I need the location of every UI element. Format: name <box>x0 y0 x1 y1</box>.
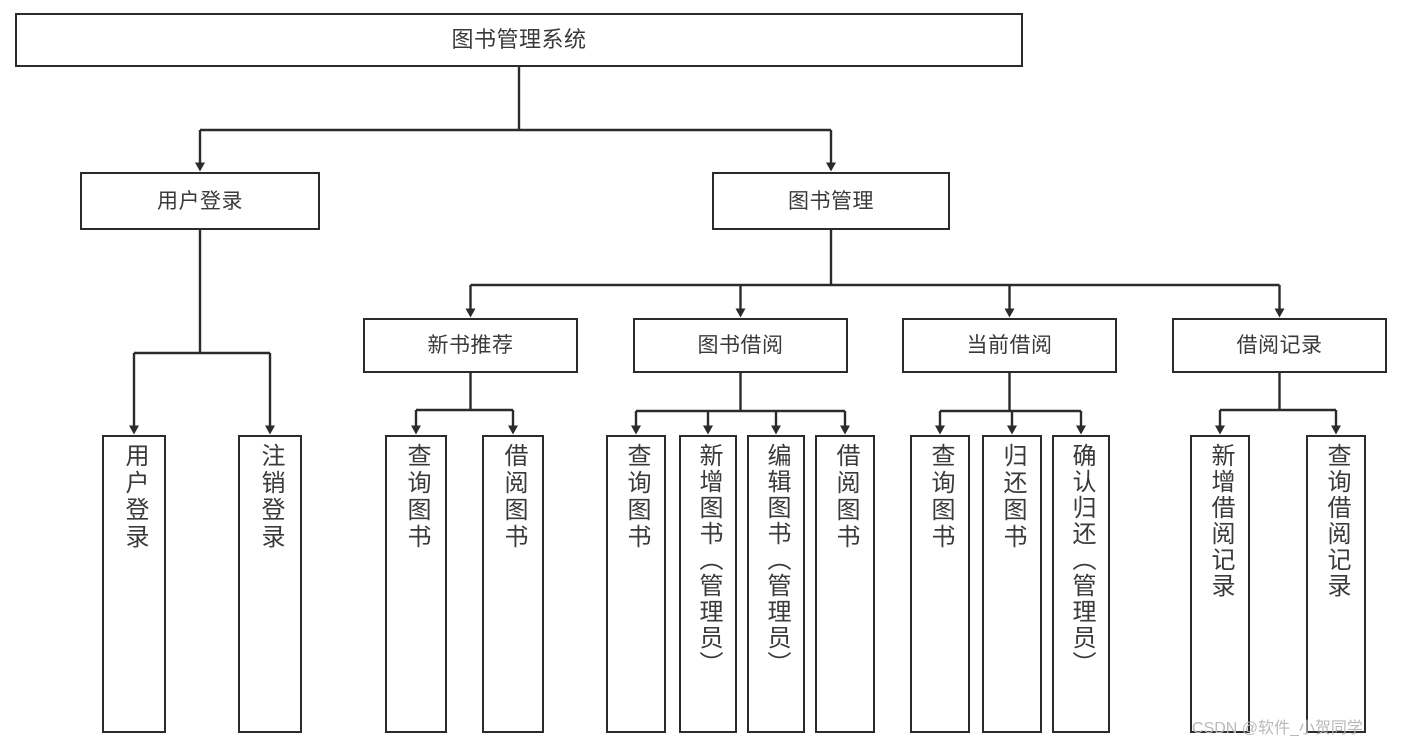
node-leaf-borrow-book-2: 借阅图书 <box>815 435 875 733</box>
node-leaf-confirm-return: 确认归还（管理员） <box>1052 435 1110 733</box>
node-label-leaf-confirm-return: 确认归还（管理员） <box>1068 443 1095 677</box>
node-label-new-book-rec: 新书推荐 <box>427 334 514 357</box>
node-leaf-add-record: 新增借阅记录 <box>1190 435 1250 733</box>
node-leaf-query-book-1: 查询图书 <box>385 435 447 733</box>
node-book-manage: 图书管理 <box>712 172 950 230</box>
node-label-leaf-add-record: 新增借阅记录 <box>1207 443 1234 599</box>
node-label-borrow-record: 借阅记录 <box>1236 334 1323 357</box>
node-label-leaf-add-book: 新增图书（管理员） <box>695 443 722 677</box>
node-borrow-record: 借阅记录 <box>1172 318 1387 373</box>
node-label-user-login: 用户登录 <box>157 189 243 213</box>
node-label-leaf-edit-book: 编辑图书（管理员） <box>763 443 790 677</box>
node-label-root: 图书管理系统 <box>451 27 587 52</box>
node-leaf-query-record: 查询借阅记录 <box>1306 435 1366 733</box>
node-label-leaf-borrow-book-2: 借阅图书 <box>832 443 859 551</box>
node-label-book-manage: 图书管理 <box>788 189 874 213</box>
node-leaf-return-book: 归还图书 <box>982 435 1042 733</box>
node-leaf-logout: 注销登录 <box>238 435 302 733</box>
node-user-login: 用户登录 <box>80 172 320 230</box>
node-label-leaf-user-login: 用户登录 <box>121 443 148 551</box>
node-leaf-query-book-2: 查询图书 <box>606 435 666 733</box>
node-label-leaf-query-book-1: 查询图书 <box>403 443 430 551</box>
node-leaf-add-book: 新增图书（管理员） <box>679 435 737 733</box>
node-root: 图书管理系统 <box>15 13 1023 67</box>
node-leaf-query-book-3: 查询图书 <box>910 435 970 733</box>
node-label-leaf-return-book: 归还图书 <box>999 443 1026 551</box>
node-label-leaf-query-book-2: 查询图书 <box>623 443 650 551</box>
node-label-leaf-query-record: 查询借阅记录 <box>1323 443 1350 599</box>
node-label-current-borrow: 当前借阅 <box>966 334 1053 357</box>
node-leaf-edit-book: 编辑图书（管理员） <box>747 435 805 733</box>
node-new-book-rec: 新书推荐 <box>363 318 578 373</box>
node-label-leaf-borrow-book-1: 借阅图书 <box>500 443 527 551</box>
node-leaf-user-login: 用户登录 <box>102 435 166 733</box>
node-label-leaf-logout: 注销登录 <box>257 443 284 551</box>
node-label-leaf-query-book-3: 查询图书 <box>927 443 954 551</box>
node-book-borrow: 图书借阅 <box>633 318 848 373</box>
csdn-watermark: CSDN @软件_小贺同学 <box>1192 720 1363 737</box>
node-label-book-borrow: 图书借阅 <box>697 334 784 357</box>
node-current-borrow: 当前借阅 <box>902 318 1117 373</box>
node-leaf-borrow-book-1: 借阅图书 <box>482 435 544 733</box>
